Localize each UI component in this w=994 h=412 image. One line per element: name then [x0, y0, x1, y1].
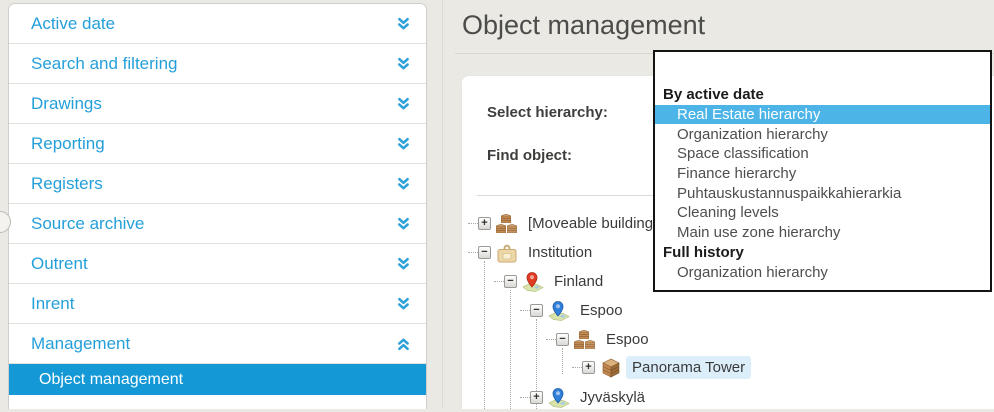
dropdown-option-organization-hierarchy-full[interactable]: Organization hierarchy — [677, 263, 828, 281]
sidebar-item-label: Drawings — [31, 93, 102, 113]
dropdown-option-finance-hierarchy[interactable]: Finance hierarchy — [677, 165, 797, 183]
sidebar: Active date Search and filtering Drawing… — [8, 3, 427, 409]
collapse-minus-icon[interactable]: − — [530, 304, 543, 317]
tree-node-label[interactable]: Espoo — [606, 331, 649, 348]
sidebar-item-management[interactable]: Management — [9, 324, 426, 364]
chevron-double-down-icon — [397, 97, 410, 111]
tree-node-label[interactable]: Finland — [554, 273, 604, 290]
tree-connector-line — [484, 261, 485, 409]
tree-connector — [546, 339, 556, 340]
expand-plus-icon[interactable]: + — [530, 391, 543, 404]
tree-connector — [520, 397, 530, 398]
sidebar-item-object-management[interactable]: Object management — [9, 364, 426, 395]
chevron-double-down-icon — [397, 57, 410, 71]
dropdown-group-full-history: Full history — [663, 243, 744, 261]
sidebar-item-label: Search and filtering — [31, 53, 178, 73]
find-object-label: Find object: — [487, 147, 572, 164]
expand-plus-icon[interactable]: + — [582, 361, 595, 374]
tree-node-espoo-city[interactable]: − Espoo — [520, 296, 629, 325]
dropdown-option-puhtauskustannuspaikkahierarkia[interactable]: Puhtauskustannuspaikkahierarkia — [677, 184, 902, 202]
select-hierarchy-label: Select hierarchy: — [487, 104, 608, 121]
tree-node-finland[interactable]: − Finland — [494, 267, 609, 296]
chevron-double-down-icon — [397, 177, 410, 191]
dropdown-option-space-classification[interactable]: Space classification — [677, 145, 809, 163]
sidebar-item-label: Registers — [31, 173, 103, 193]
chevron-double-down-icon — [397, 297, 410, 311]
map-pin-blue-icon — [547, 387, 571, 409]
tree-connector — [494, 281, 504, 282]
sidebar-item-reporting[interactable]: Reporting — [9, 124, 426, 164]
dropdown-group-by-active-date: By active date — [663, 86, 764, 104]
dropdown-option-blank[interactable] — [655, 58, 990, 85]
tree-node-label[interactable]: Jyväskylä — [580, 389, 646, 406]
sidebar-subitem-label: Object management — [39, 370, 184, 388]
tree-connector — [520, 310, 530, 311]
collapse-minus-icon[interactable]: − — [478, 246, 491, 259]
sidebar-item-inrent[interactable]: Inrent — [9, 284, 426, 324]
chevron-double-down-icon — [397, 137, 410, 151]
expand-plus-icon[interactable]: + — [478, 217, 491, 230]
chevron-double-down-icon — [397, 257, 410, 271]
dropdown-option-main-use-zone-hierarchy[interactable]: Main use zone hierarchy — [677, 224, 841, 242]
chevron-double-up-icon — [397, 337, 410, 351]
sidebar-item-label: Source archive — [31, 213, 145, 233]
tree-node-jyvaskyla[interactable]: + Jyväskylä — [520, 383, 651, 412]
dropdown-option-real-estate-hierarchy[interactable]: Real Estate hierarchy — [655, 104, 990, 125]
boxes-icon — [495, 213, 519, 235]
tree-node-panorama-tower[interactable]: + Panorama Tower — [572, 353, 752, 382]
chevron-double-down-icon — [397, 217, 410, 231]
tree-node-moveable-buildings[interactable]: + [Moveable buildings] — [468, 209, 671, 238]
content-divider — [442, 0, 443, 409]
tree-node-label[interactable]: Espoo — [580, 302, 623, 319]
map-pin-red-icon — [521, 271, 545, 293]
tree-node-institution[interactable]: − Institution — [468, 238, 598, 267]
map-pin-blue-icon — [547, 300, 571, 322]
sidebar-item-registers[interactable]: Registers — [9, 164, 426, 204]
dropdown-option-cleaning-levels[interactable]: Cleaning levels — [677, 204, 779, 222]
sidebar-item-label: Management — [31, 333, 131, 353]
page-title: Object management — [462, 10, 706, 40]
briefcase-icon — [495, 242, 519, 264]
hierarchy-select-dropdown: By active date Real Estate hierarchy Org… — [653, 50, 992, 292]
chevron-double-down-icon — [397, 17, 410, 31]
sidebar-item-search-and-filtering[interactable]: Search and filtering — [9, 44, 426, 84]
sidebar-item-source-archive[interactable]: Source archive — [9, 204, 426, 244]
tree-connector-line — [536, 319, 537, 409]
tree-connector — [572, 367, 582, 368]
tree-node-label[interactable]: Institution — [528, 244, 593, 261]
tree-node-espoo-estate[interactable]: − Espoo — [546, 325, 655, 354]
tree-node-label-selected[interactable]: Panorama Tower — [626, 356, 752, 379]
tree-connector-line — [562, 348, 563, 374]
boxes-icon — [573, 329, 597, 351]
tree-connector-line — [510, 290, 511, 409]
dropdown-option-organization-hierarchy[interactable]: Organization hierarchy — [677, 125, 828, 143]
sidebar-item-label: Reporting — [31, 133, 105, 153]
collapse-minus-icon[interactable]: − — [504, 275, 517, 288]
sidebar-item-outrent[interactable]: Outrent — [9, 244, 426, 284]
sidebar-item-label: Active date — [31, 13, 116, 33]
tree-connector — [468, 252, 478, 253]
box-icon — [599, 357, 623, 379]
sidebar-item-label: Inrent — [31, 293, 75, 313]
tree-connector — [468, 223, 478, 224]
tree-node-label[interactable]: [Moveable buildings] — [528, 215, 665, 232]
sidebar-item-label: Outrent — [31, 253, 88, 273]
sidebar-item-active-date[interactable]: Active date — [9, 4, 426, 44]
collapse-minus-icon[interactable]: − — [556, 333, 569, 346]
sidebar-item-drawings[interactable]: Drawings — [9, 84, 426, 124]
